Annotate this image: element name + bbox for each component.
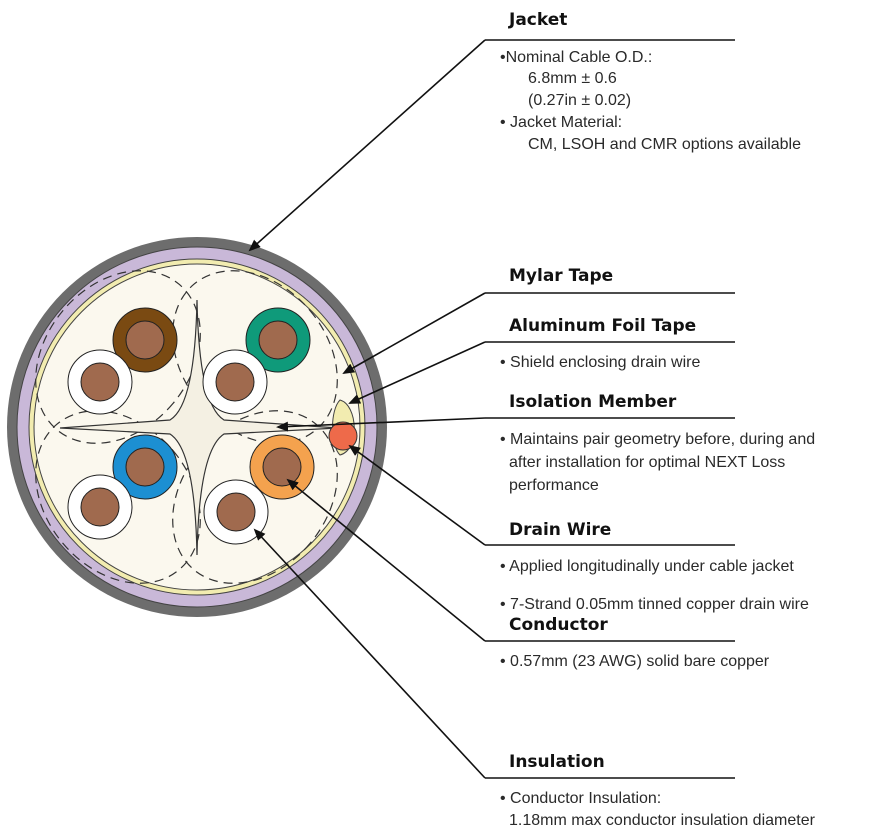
drain-wire [328,421,358,451]
leader-isolation [276,417,486,432]
leader-foil [348,341,486,404]
label-conductor: Conductor [509,615,608,635]
label-mylar-tape: Mylar Tape [509,266,614,286]
white-conductor-2 [215,362,255,402]
isolation-desc-line-3: performance [509,477,599,494]
isolation-desc-line-2: after installation for optimal NEXT Loss [509,454,786,471]
drain-desc-line-1: • Applied longitudinally under cable jac… [500,558,794,575]
label-underlines [485,39,735,779]
conductor-desc-line-1: • 0.57mm (23 AWG) solid bare copper [500,653,770,670]
pair-outline-blue [35,410,201,584]
label-jacket: Jacket [509,10,568,30]
leader-mylar [342,292,486,374]
jacket-desc-line-5: CM, LSOH and CMR options available [528,136,802,153]
foil-desc-line-1: • Shield enclosing drain wire [500,354,701,371]
drain-desc-line-2: • 7-Strand 0.05mm tinned copper drain wi… [500,596,809,613]
jacket-desc-line-4: • Jacket Material: [500,114,623,131]
orange-conductor [262,447,302,487]
leader-conductor [286,478,486,642]
label-aluminum-foil-tape: Aluminum Foil Tape [509,316,697,336]
leader-jacket [248,39,486,252]
insulation-desc-line-1: • Conductor Insulation: [500,790,662,807]
white-conductor-3 [80,487,120,527]
white-conductors [67,349,269,545]
jacket-desc-line-2: 6.8mm ± 0.6 [528,70,617,87]
insulation-desc-line-2: 1.18mm max conductor insulation diameter [509,812,815,829]
label-isolation-member: Isolation Member [509,392,677,412]
label-drain-wire: Drain Wire [509,520,612,540]
blue-conductor [125,447,165,487]
pair-outline-brown [35,270,201,444]
label-insulation: Insulation [509,752,605,772]
leader-lines [248,39,486,779]
white-conductor-4 [216,492,256,532]
jacket-desc-line-1: •Nominal Cable O.D.: [500,49,653,66]
green-conductor [258,320,298,360]
jacket-desc-line-3: (0.27in ± 0.02) [528,92,632,109]
white-conductor-1 [80,362,120,402]
leader-drain [348,444,486,546]
colored-conductors [112,307,315,500]
leader-insulation [253,528,486,779]
isolation-desc-line-1: • Maintains pair geometry before, during… [500,431,816,448]
brown-conductor [125,320,165,360]
